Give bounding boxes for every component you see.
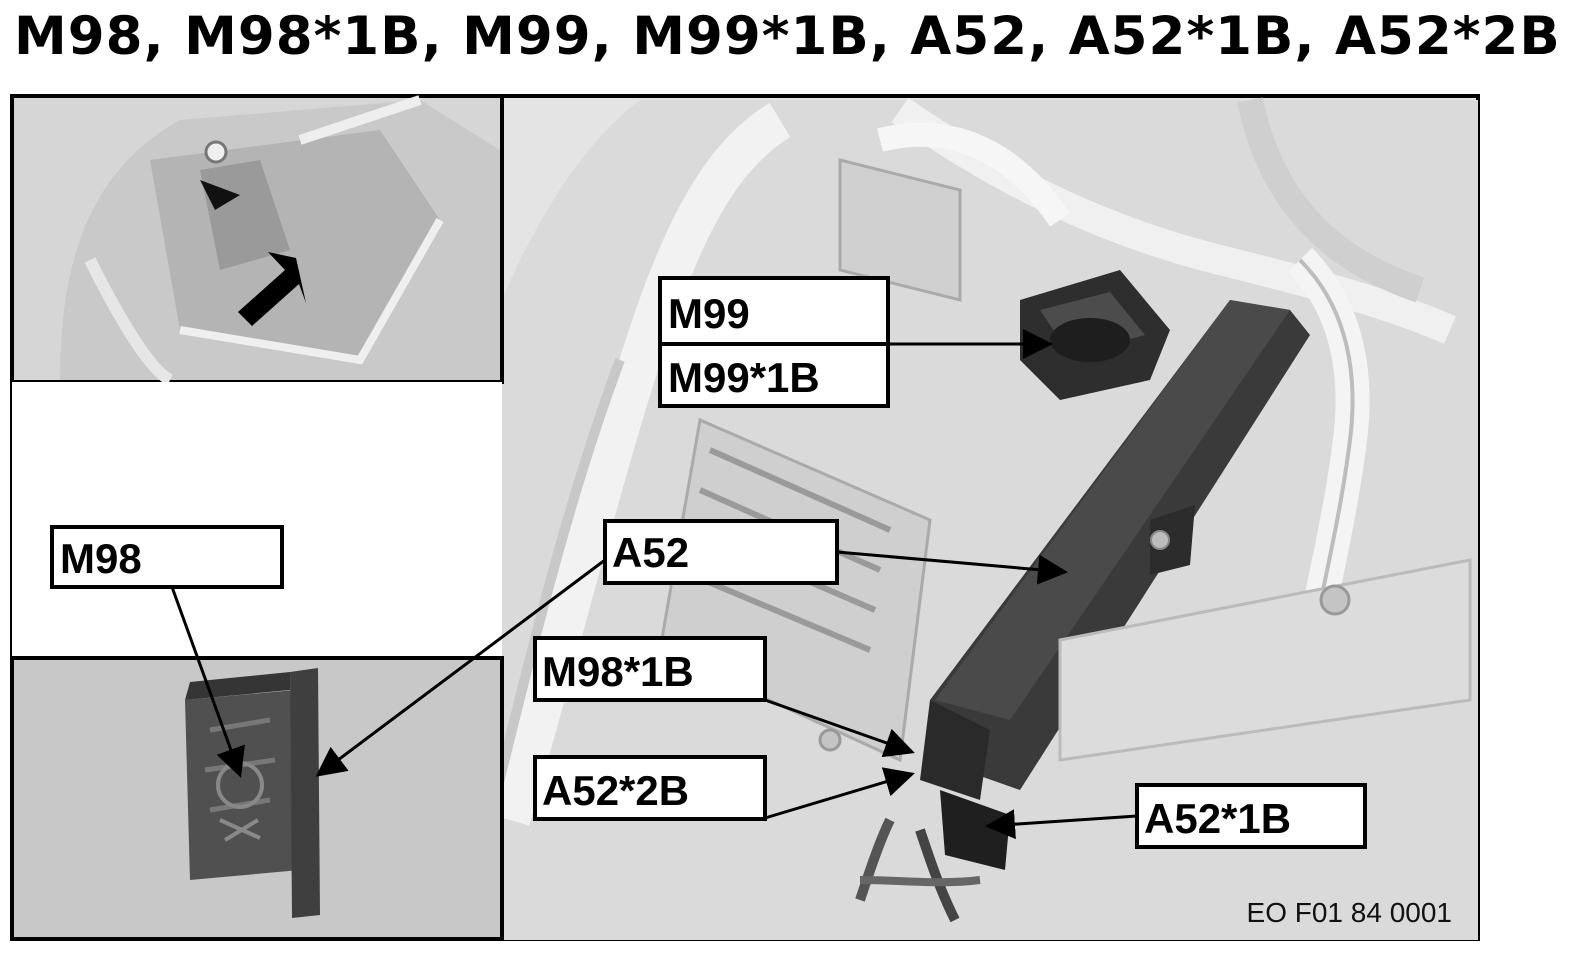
figure-code: EO F01 84 0001 xyxy=(1247,897,1452,928)
location-arrow-icon xyxy=(238,252,306,326)
svg-text:M99: M99 xyxy=(668,290,750,337)
svg-text:A52*2B: A52*2B xyxy=(542,767,689,814)
main-photo-panel xyxy=(10,94,1480,941)
label-a52-2b: A52*2B xyxy=(533,755,767,821)
blank-area xyxy=(12,382,502,658)
leader-m98 xyxy=(170,586,245,778)
label-m99: M99 xyxy=(658,276,890,346)
inset-m98-closeup xyxy=(10,656,504,941)
svg-text:A52*1B: A52*1B xyxy=(1144,795,1291,842)
label-m98-1b: M98*1B xyxy=(533,636,767,702)
leader-m98-1b xyxy=(764,698,915,758)
svg-text:M98*1B: M98*1B xyxy=(542,648,694,695)
label-a52-1b: A52*1B xyxy=(1135,783,1367,849)
inset-trunk-overview xyxy=(10,94,504,386)
svg-text:M98: M98 xyxy=(60,535,142,582)
leader-a52-2b xyxy=(764,767,915,820)
svg-text:M99*1B: M99*1B xyxy=(668,354,820,401)
svg-text:A52: A52 xyxy=(612,529,689,576)
leader-a52-main xyxy=(836,550,1068,585)
leader-a52-1b xyxy=(985,809,1138,840)
leader-lines xyxy=(170,329,1138,840)
label-a52: A52 xyxy=(603,519,839,585)
leader-a52-inset xyxy=(315,558,606,777)
label-m98: M98 xyxy=(50,525,284,589)
page-title: M98, M98*1B, M99, M99*1B, A52, A52*1B, A… xyxy=(14,6,1561,67)
label-m99-1b: M99*1B xyxy=(658,342,890,408)
